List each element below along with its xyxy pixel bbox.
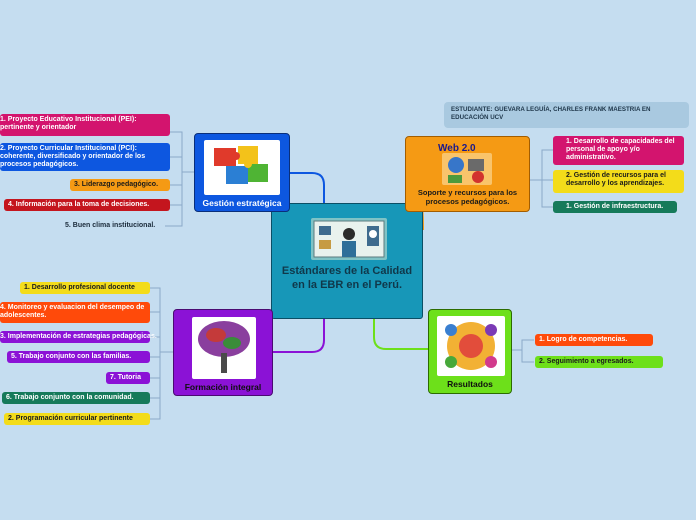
central-topic[interactable]: Estándares de la Calidad en la EBR en el… — [271, 203, 423, 319]
formacion-item-5[interactable]: 7. Tutoria — [106, 372, 150, 384]
formacion-item-7[interactable]: 2. Programación curricular pertinente — [4, 413, 150, 425]
topic-formacion-label: Formación integral — [184, 382, 262, 392]
formacion-item-2[interactable]: 4. Monitoreo y evaluacion del desempeo d… — [0, 302, 150, 323]
children-circle-image — [437, 316, 505, 376]
resultados-item-2[interactable]: 2. Seguimiento a egresados. — [535, 356, 663, 368]
gestion-item-3[interactable]: 3. Liderazgo pedagógico. — [70, 179, 170, 191]
student-note[interactable]: ESTUDIANTE: GUEVARA LEGUÍA, CHARLES FRAN… — [444, 102, 689, 128]
web-item-1[interactable]: 1. Desarrollo de capacidades del persona… — [553, 136, 684, 165]
topic-web-label: Soporte y recursos para los procesos ped… — [417, 188, 518, 206]
formacion-item-3[interactable]: 3. Implementación de estrategias pedagóg… — [0, 331, 157, 343]
formacion-item-1[interactable]: 1. Desarrollo profesional docente — [20, 282, 150, 294]
word-tree-image — [192, 317, 256, 379]
web-title: Web 2.0 — [438, 143, 476, 154]
formacion-item-4[interactable]: 5. Trabajo conjunto con las familias. — [7, 351, 150, 363]
topic-web[interactable]: Web 2.0 Soporte y recursos para los proc… — [405, 136, 530, 212]
gestion-item-2[interactable]: 2. Proyecto Curricular Institucional (PC… — [0, 143, 170, 171]
topic-gestion-estrategica[interactable]: Gestión estratégica — [194, 133, 290, 212]
gestion-item-1[interactable]: 1. Proyecto Educativo Institucional (PEI… — [0, 114, 170, 136]
topic-resultados[interactable]: Resultados — [428, 309, 512, 394]
gestion-item-4[interactable]: 4. Información para la toma de decisione… — [4, 199, 170, 211]
teacher-board-image — [311, 218, 387, 260]
topic-formacion-integral[interactable]: Formación integral — [173, 309, 273, 396]
puzzle-image — [204, 140, 280, 195]
central-title: Estándares de la Calidad en la EBR en el… — [281, 265, 413, 291]
topic-resultados-label: Resultados — [447, 379, 493, 389]
web-tools-image — [442, 153, 492, 185]
resultados-item-1[interactable]: 1. Logro de competencias. — [535, 334, 653, 346]
web-item-3[interactable]: 1. Gestión de infraestructura. — [553, 201, 677, 213]
web-item-2[interactable]: 2. Gestión de recursos para el desarroll… — [553, 170, 684, 193]
topic-gestion-label: Gestión estratégica — [202, 198, 282, 208]
gestion-item-5[interactable]: 5. Buen clima institucional. — [61, 220, 165, 232]
formacion-item-6[interactable]: 6. Trabajo conjunto con la comunidad. — [2, 392, 150, 404]
